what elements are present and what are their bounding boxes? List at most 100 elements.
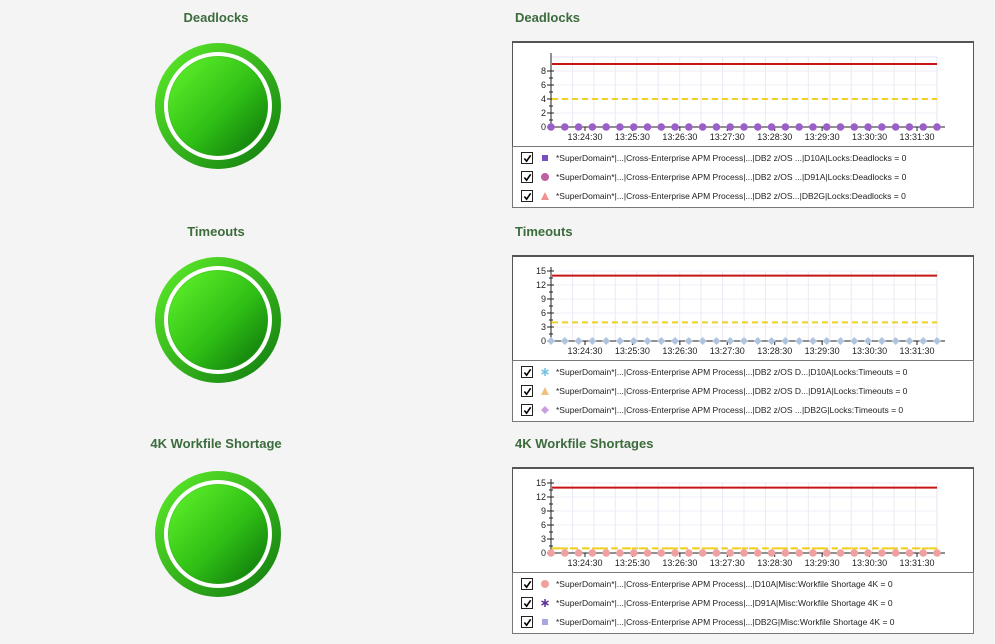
legend-workfile-shortages: *SuperDomain*|...|Cross-Enterprise APM P… [512,572,974,634]
data-point [850,337,859,345]
legend-row: *SuperDomain*|...|Cross-Enterprise APM P… [521,576,893,592]
legend-row: *SuperDomain*|...|Cross-Enterprise APM P… [521,188,906,204]
data-point [740,337,748,345]
status-indicator-workfile-shortage[interactable] [154,470,282,598]
x-tick-label: 13:31:30 [899,346,934,356]
indicator-white-ring [164,52,272,160]
legend-row: *SuperDomain*|...|Cross-Enterprise APM P… [521,383,907,399]
data-point [629,549,638,557]
data-point [560,549,569,557]
x-tick-label: 13:26:30 [662,346,697,356]
legend-row: *SuperDomain*|...|Cross-Enterprise APM P… [521,169,906,185]
data-point [616,123,624,131]
data-point [698,123,707,131]
data-point [574,337,583,345]
chart-title-workfile-shortages: 4K Workfile Shortages [515,436,654,451]
data-point [602,549,610,557]
legend-checkbox[interactable] [521,385,533,397]
y-tick-label: 15 [536,478,546,488]
data-point [547,337,555,345]
data-point [685,123,693,131]
data-point [629,337,638,345]
data-point [905,337,914,345]
legend-checkbox[interactable] [521,171,533,183]
legend-label: *SuperDomain*|...|Cross-Enterprise APM P… [556,579,893,589]
data-point [808,337,817,345]
legend-checkbox[interactable] [521,152,533,164]
x-tick-label: 13:25:30 [615,132,650,142]
legend-checkbox[interactable] [521,616,533,628]
data-point [602,123,610,131]
asterisk-marker-icon [540,367,550,377]
y-tick-label: 12 [536,492,546,502]
legend-label: *SuperDomain*|...|Cross-Enterprise APM P… [556,598,893,608]
data-point [836,337,845,345]
legend-row: *SuperDomain*|...|Cross-Enterprise APM P… [521,595,893,611]
x-tick-label: 13:24:30 [567,346,602,356]
triangle-marker-icon [540,386,550,396]
legend-checkbox[interactable] [521,404,533,416]
legend-checkbox[interactable] [521,578,533,590]
status-indicator-deadlocks[interactable] [154,42,282,170]
legend-label: *SuperDomain*|...|Cross-Enterprise APM P… [556,617,895,627]
data-point [616,549,624,557]
data-point [781,549,790,557]
legend-label: *SuperDomain*|...|Cross-Enterprise APM P… [556,172,907,182]
data-point [905,123,914,131]
y-tick-label: 4 [541,94,546,104]
status-indicator-timeouts[interactable] [154,256,282,384]
y-tick-label: 6 [541,308,546,318]
data-point [740,123,748,131]
circle-marker-icon [540,172,550,182]
data-point [547,123,555,131]
legend-checkbox[interactable] [521,366,533,378]
x-tick-label: 13:29:30 [805,132,840,142]
legend-row: *SuperDomain*|...|Cross-Enterprise APM P… [521,614,895,630]
circle-marker-icon [540,579,550,589]
data-point [671,549,679,557]
data-point [560,123,569,131]
data-point [615,337,624,345]
x-tick-label: 13:28:30 [757,558,792,568]
data-point [933,123,941,131]
data-point [712,337,721,345]
x-tick-label: 13:31:30 [899,132,934,142]
data-point [671,123,679,131]
data-point [588,337,597,345]
legend-row: *SuperDomain*|...|Cross-Enterprise APM P… [521,150,906,166]
legend-deadlocks: *SuperDomain*|...|Cross-Enterprise APM P… [512,146,974,208]
legend-checkbox[interactable] [521,597,533,609]
x-tick-label: 13:28:30 [757,346,792,356]
triangle-marker-icon [540,191,550,201]
data-point [836,549,845,557]
data-point [643,337,652,345]
legend-label: *SuperDomain*|...|Cross-Enterprise APM P… [556,191,906,201]
legend-row: *SuperDomain*|...|Cross-Enterprise APM P… [521,402,903,418]
data-point [685,549,693,557]
data-point [753,123,762,131]
data-point [574,549,583,557]
data-point [919,337,928,345]
x-tick-label: 13:30:30 [852,346,887,356]
data-point [836,123,845,131]
data-point [933,549,941,557]
x-tick-label: 13:30:30 [852,558,887,568]
asterisk-marker-icon [540,598,550,608]
chart-title-timeouts: Timeouts [515,224,573,239]
x-tick-label: 13:31:30 [899,558,934,568]
legend-checkbox[interactable] [521,190,533,202]
y-tick-label: 3 [541,322,546,332]
square-marker-icon [540,153,550,163]
data-point [726,549,735,557]
data-point [726,337,735,345]
data-point [767,123,776,131]
data-point [864,549,872,557]
x-tick-label: 13:24:30 [567,132,602,142]
y-tick-label: 2 [541,108,546,118]
data-point [809,549,817,557]
